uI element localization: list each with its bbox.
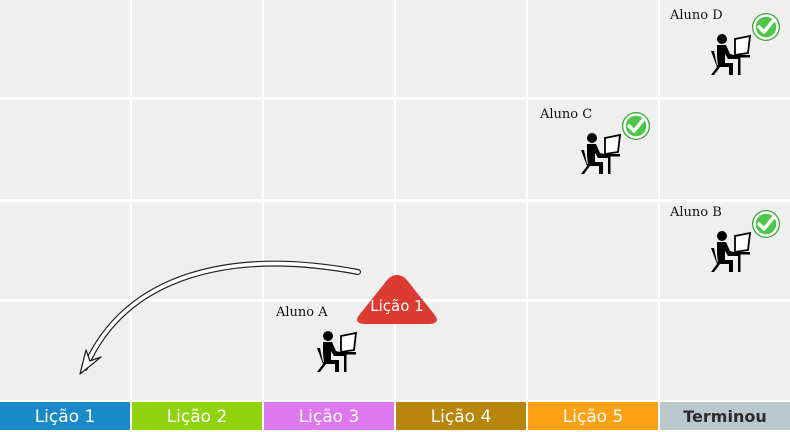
lesson-tab-3: Lição 3 [264, 402, 394, 430]
grid-cell [528, 302, 658, 400]
green-check-icon [752, 210, 780, 238]
grid-cell [264, 0, 394, 97]
grid-cell [396, 100, 526, 199]
grid-cell [660, 100, 790, 199]
student-name: Aluno A [276, 305, 328, 320]
student-name: Aluno B [670, 205, 722, 220]
lesson-tab-1: Lição 1 [0, 402, 130, 430]
lesson-tab-4: Lição 4 [396, 402, 526, 430]
grid-cell [0, 202, 130, 299]
student-name: Aluno D [670, 8, 723, 23]
grid-cell [132, 302, 262, 400]
grid-cell [0, 302, 130, 400]
current-lesson-badge: Lição 1 [354, 274, 440, 324]
grid-cell [132, 202, 262, 299]
grid-cell [396, 202, 526, 299]
grid-cell [528, 0, 658, 97]
grid-cell [132, 100, 262, 199]
student-at-computer-icon [317, 331, 358, 372]
student-at-computer-icon [581, 133, 622, 174]
current-lesson-label: Lição 1 [370, 297, 424, 315]
grid-cell [396, 0, 526, 97]
student-aluno-a: Aluno A [276, 305, 396, 395]
grid-cell [264, 100, 394, 199]
lesson-tab-2: Lição 2 [132, 402, 262, 430]
grid-cell [0, 100, 130, 199]
student-aluno-c: Aluno C [540, 107, 660, 197]
grid-cell [528, 202, 658, 299]
student-at-computer-icon [711, 231, 752, 272]
green-check-icon [752, 13, 780, 41]
student-aluno-b: Aluno B [670, 205, 790, 295]
student-name: Aluno C [540, 107, 593, 122]
green-check-icon [622, 112, 650, 140]
lesson-tab-5: Lição 5 [528, 402, 658, 430]
student-at-computer-icon [711, 34, 752, 75]
student-aluno-d: Aluno D [670, 8, 790, 98]
lesson-tab-6: Terminou [660, 402, 790, 430]
grid-cell [660, 302, 790, 400]
grid-cell [0, 0, 130, 97]
grid-cell [132, 0, 262, 97]
